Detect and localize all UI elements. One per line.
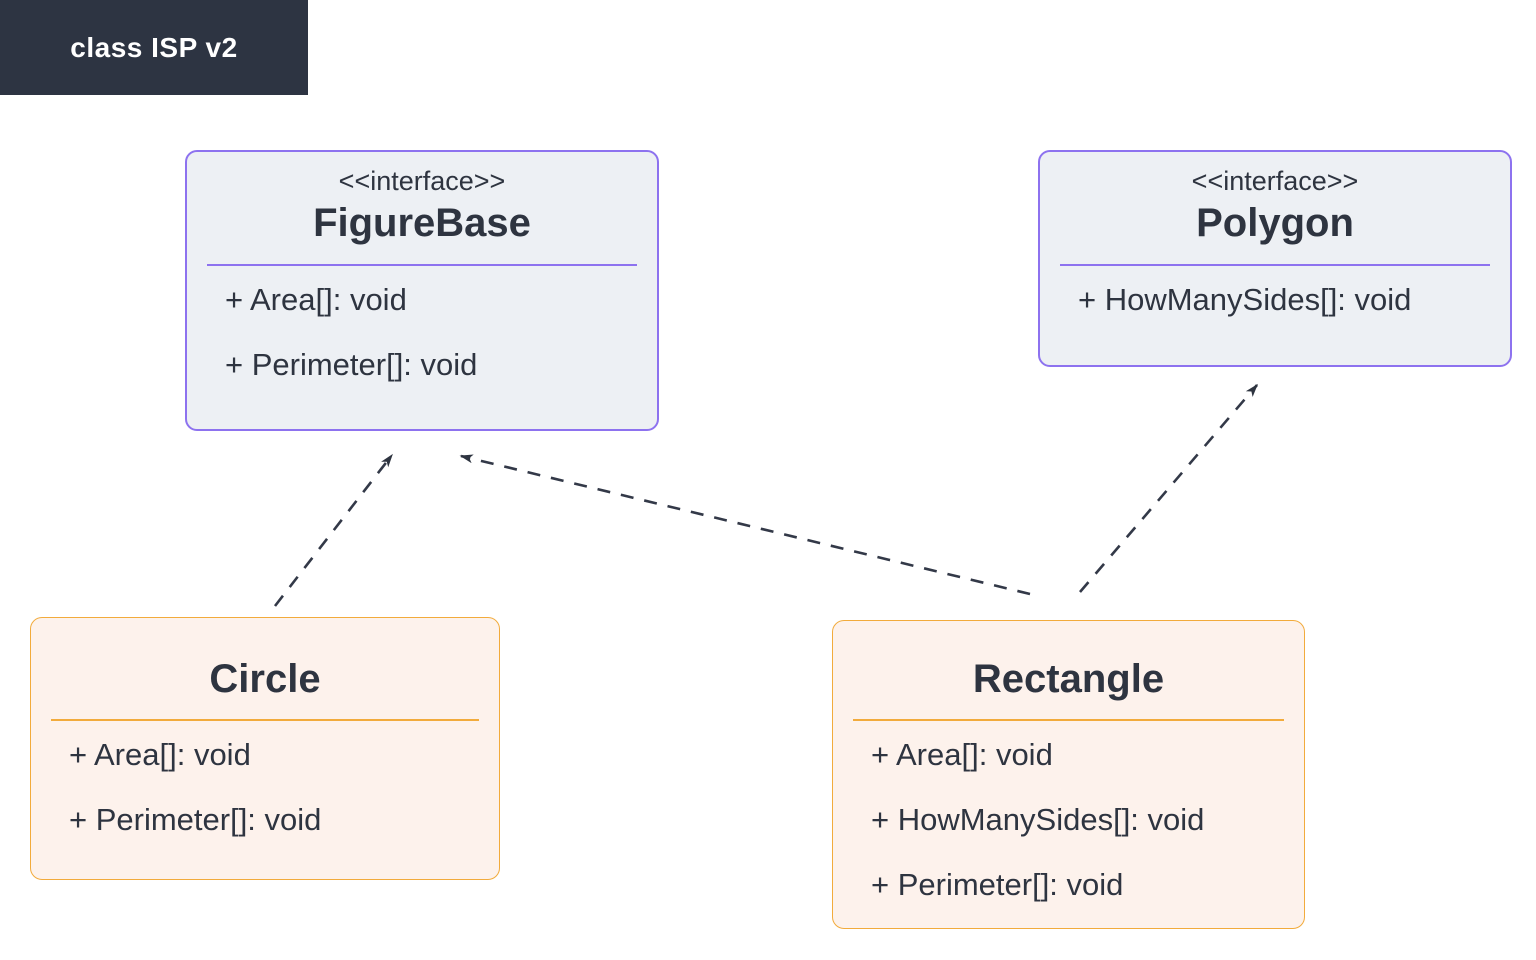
divider — [207, 264, 637, 266]
methods-section: + HowManySides[]: void — [1040, 266, 1510, 320]
method-label: + HowManySides[]: void — [1078, 282, 1412, 317]
methods-section: + Area[]: void + HowManySides[]: void + … — [833, 721, 1304, 905]
divider — [853, 719, 1284, 721]
stereotype-label: <<interface>> — [1191, 166, 1359, 196]
methods-section: + Area[]: void + Perimeter[]: void — [31, 721, 499, 840]
method-label: + HowManySides[]: void — [871, 802, 1205, 837]
class-node-circle[interactable]: Circle + Area[]: void + Perimeter[]: voi… — [30, 617, 500, 880]
method-label: + Perimeter[]: void — [225, 347, 478, 382]
class-name: Rectangle — [972, 657, 1165, 701]
divider — [1060, 264, 1490, 266]
methods-section: + Area[]: void + Perimeter[]: void — [187, 266, 657, 385]
class-name: Circle — [209, 657, 321, 701]
method-label: + Perimeter[]: void — [69, 802, 322, 837]
method-label: + Area[]: void — [225, 282, 407, 317]
diagram-title-tab: class ISP v2 — [0, 0, 308, 95]
relation-rectangle-to-polygon — [1079, 383, 1258, 593]
class-name: Polygon — [1196, 201, 1354, 245]
method-label: + Perimeter[]: void — [871, 867, 1124, 902]
method-label: + Area[]: void — [69, 737, 251, 772]
stereotype-label: <<interface>> — [338, 166, 506, 196]
divider — [51, 719, 479, 721]
relation-rectangle-to-figurebase — [459, 454, 1031, 596]
diagram-title: class ISP v2 — [70, 31, 238, 63]
method-label: + Area[]: void — [871, 737, 1053, 772]
relation-circle-to-figurebase — [273, 453, 394, 607]
class-node-figurebase[interactable]: <<interface>> FigureBase + Area[]: void … — [185, 150, 659, 431]
class-name: FigureBase — [313, 201, 531, 245]
class-node-polygon[interactable]: <<interface>> Polygon + HowManySides[]: … — [1038, 150, 1512, 367]
class-node-rectangle[interactable]: Rectangle + Area[]: void + HowManySides[… — [832, 620, 1305, 929]
